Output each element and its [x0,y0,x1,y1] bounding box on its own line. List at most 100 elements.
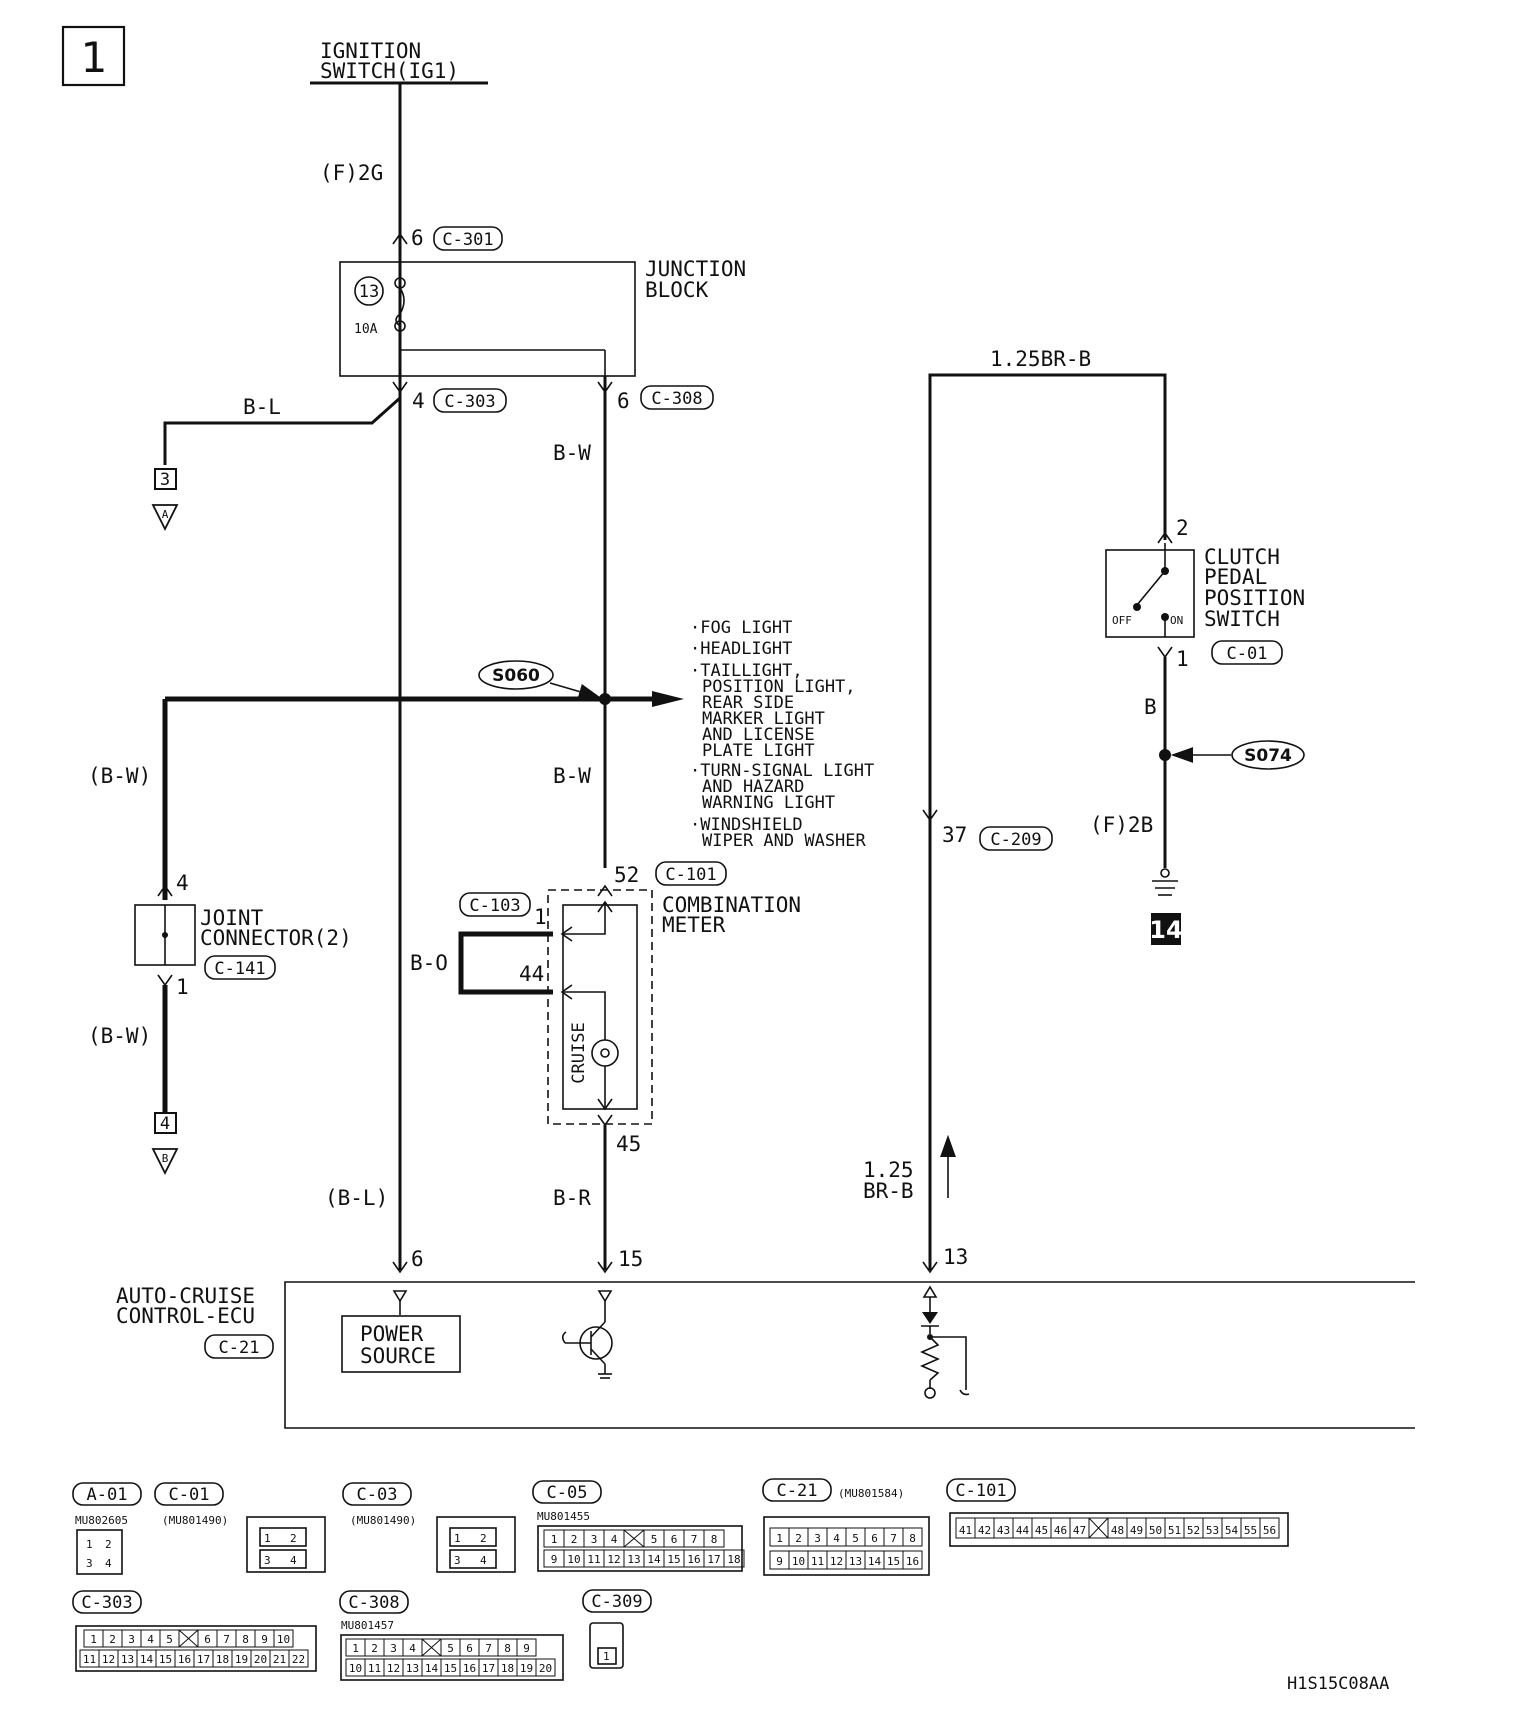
pin-label: 8 [711,1533,718,1546]
pin-label: 20 [539,1662,552,1675]
svg-text:13: 13 [359,282,379,302]
pin-label: 14 [140,1653,154,1666]
svg-text:4: 4 [160,1114,170,1134]
svg-text:3: 3 [454,1554,461,1567]
pin-cell [288,1649,309,1668]
pin-label: 19 [235,1653,248,1666]
svg-text:C-301: C-301 [442,230,493,250]
ignition-switch: IGNITION SWITCH(IG1) [310,39,488,85]
connector-tag-c303 [433,388,507,413]
wire-label-bw-paren-1: (B-W) [88,764,151,788]
pin-label: 18 [501,1662,514,1675]
svg-text:C-103: C-103 [469,896,520,916]
pin-label: 21 [273,1653,286,1666]
svg-text:S060: S060 [492,666,540,686]
power-source-label-1: POWER [360,1322,424,1346]
pin-4: 4 [412,389,425,413]
loads-list: ·FOG LIGHT ·HEADLIGHT ·TAILLIGHT, POSITI… [690,618,874,851]
wire-label-bw-top: B-W [553,441,591,465]
connector-tag-c301 [433,226,503,251]
pin-label: 16 [178,1653,191,1666]
terminal-b-triangle [151,1148,179,1176]
svg-text:MU801457: MU801457 [341,1619,394,1632]
meter-label-2: METER [662,913,726,937]
pin-cell [703,1529,725,1548]
svg-text:C-101: C-101 [955,1481,1006,1501]
pin-label: 9 [776,1555,783,1568]
pin-label: 17 [197,1653,210,1666]
connector-a01: A-01 MU802605 1 2 3 4 [72,1482,142,1575]
svg-text:REAR SIDE: REAR SIDE [702,693,794,713]
cruise-label: CRUISE [569,1022,589,1083]
wire-label-b: B [1144,695,1157,719]
svg-text:·HEADLIGHT: ·HEADLIGHT [690,639,792,659]
pin-label: 46 [1054,1524,1067,1537]
power-source-label-2: SOURCE [360,1344,436,1368]
pin-label: 41 [959,1524,972,1537]
wire-b-o [458,931,553,995]
ecu-label-2: CONTROL-ECU [116,1304,255,1328]
pin-label: 6 [204,1633,211,1646]
connector-tag-c308 [640,385,714,410]
clutch-on-label: ON [1170,614,1183,627]
clutch-off-label: OFF [1112,614,1132,627]
pin-label: 6 [466,1642,473,1655]
pin-label: 18 [216,1653,229,1666]
pin-label: 18 [727,1553,740,1566]
pin-label: 12 [102,1653,115,1666]
svg-text:(MU801490): (MU801490) [162,1514,228,1527]
figure-code: H1S15C08AA [1287,1674,1389,1694]
blank-pin-mark [178,1629,199,1648]
svg-text:C-05: C-05 [547,1483,588,1503]
pin-label: 45 [1035,1524,1048,1537]
joint-pin-1: 1 [176,975,189,999]
clutch-label-4: SWITCH [1204,607,1280,631]
connector-c01: C-01 (MU801490) 1 2 3 4 [154,1482,326,1573]
page-number: 1 [81,33,108,82]
pin-label: 56 [1263,1524,1276,1537]
wire-brb [928,373,1167,1270]
pin-label: 15 [887,1555,900,1568]
svg-text:C-21: C-21 [777,1481,818,1501]
pin-label: 5 [651,1533,658,1546]
svg-text:2: 2 [480,1532,487,1545]
pin-label: 13 [627,1553,640,1566]
pin-label: 13 [121,1653,134,1666]
svg-text:C-303: C-303 [444,392,495,412]
ground-point-14 [1151,913,1181,945]
svg-text:(MU801490): (MU801490) [350,1514,416,1527]
svg-text:4: 4 [290,1554,297,1567]
pin-6-c301: 6 [411,226,424,250]
pin-label: 22 [292,1653,305,1666]
pin-cell [273,1629,294,1648]
connector-tag-c209 [979,826,1053,851]
svg-text:C-141: C-141 [214,959,265,979]
pin-label: 12 [387,1662,400,1675]
pin-6-c308: 6 [617,389,630,413]
connector-tag-c01 [1211,640,1283,665]
svg-text:C-303: C-303 [81,1593,132,1613]
ecu-label-1: AUTO-CRUISE [116,1284,255,1308]
pin-37: 37 [942,823,967,847]
svg-text:A: A [162,508,169,521]
pin-label: 10 [349,1662,362,1675]
wire-label-bw-paren-2: (B-W) [88,1024,151,1048]
connector-tag-c103 [459,892,531,917]
pin-label: 14 [425,1662,439,1675]
pin-label: 17 [482,1662,495,1675]
svg-text:C-03: C-03 [357,1485,398,1505]
svg-text:1: 1 [86,1538,93,1551]
pin-label: 19 [520,1662,533,1675]
svg-text:·TAILLIGHT,: ·TAILLIGHT, [690,661,803,681]
svg-text:1: 1 [603,1650,610,1663]
clutch-pin-2: 2 [1176,516,1189,540]
svg-text:C-309: C-309 [591,1592,642,1612]
svg-text:·TURN-SIGNAL LIGHT: ·TURN-SIGNAL LIGHT [690,761,874,781]
pin-label: 13 [849,1555,862,1568]
svg-text:PLATE LIGHT: PLATE LIGHT [702,741,815,761]
svg-text:C-101: C-101 [665,865,716,885]
wire-label-f2g: (F)2G [320,161,383,185]
